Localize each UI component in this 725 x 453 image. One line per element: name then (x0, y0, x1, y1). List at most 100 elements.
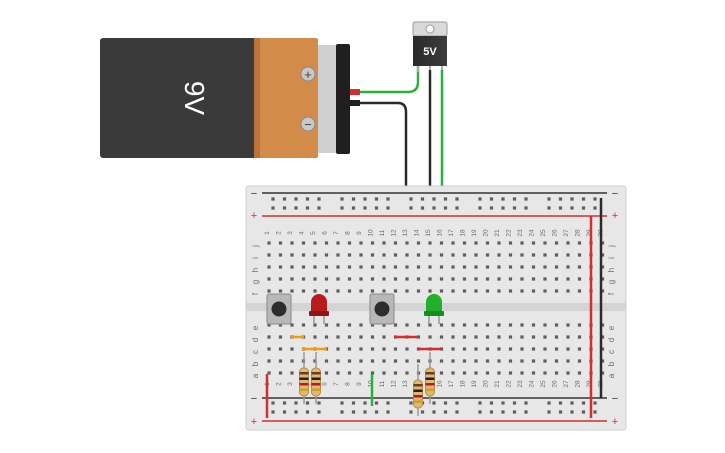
breadboard-hole[interactable] (278, 347, 283, 351)
breadboard-hole[interactable] (462, 241, 467, 245)
breadboard-hole[interactable] (278, 253, 283, 257)
breadboard-hole[interactable] (347, 289, 352, 293)
breadboard-hole[interactable] (294, 410, 298, 414)
breadboard-hole[interactable] (305, 401, 310, 405)
breadboard-hole[interactable] (570, 206, 574, 210)
breadboard-hole[interactable] (497, 359, 501, 363)
breadboard-hole[interactable] (278, 241, 283, 245)
breadboard-hole[interactable] (351, 401, 356, 405)
breadboard-hole[interactable] (405, 347, 409, 351)
breadboard-hole[interactable] (508, 347, 513, 351)
breadboard-hole[interactable] (382, 323, 386, 327)
breadboard-hole[interactable] (439, 253, 444, 257)
breadboard-hole[interactable] (290, 371, 294, 375)
breadboard-hole[interactable] (336, 277, 340, 281)
breadboard-hole[interactable] (600, 323, 605, 327)
breadboard-hole[interactable] (336, 371, 340, 375)
breadboard-hole[interactable] (278, 323, 283, 327)
breadboard-hole[interactable] (524, 401, 528, 405)
breadboard-hole[interactable] (497, 241, 501, 245)
breadboard-hole[interactable] (531, 289, 536, 293)
breadboard-hole[interactable] (347, 265, 352, 269)
breadboard-hole[interactable] (386, 197, 390, 201)
breadboard-hole[interactable] (409, 401, 413, 405)
breadboard-hole[interactable] (340, 410, 344, 414)
breadboard-hole[interactable] (512, 206, 517, 210)
breadboard-hole[interactable] (351, 410, 356, 414)
breadboard-hole[interactable] (497, 289, 501, 293)
breadboard-hole[interactable] (347, 253, 352, 257)
breadboard-hole[interactable] (370, 241, 375, 245)
breadboard-hole[interactable] (324, 323, 329, 327)
breadboard-hole[interactable] (462, 265, 467, 269)
breadboard-hole[interactable] (405, 265, 409, 269)
resistor[interactable] (425, 352, 435, 404)
breadboard-hole[interactable] (416, 289, 421, 293)
breadboard-hole[interactable] (593, 206, 597, 210)
breadboard-hole[interactable] (489, 197, 494, 201)
breadboard-hole[interactable] (600, 265, 605, 269)
breadboard-hole[interactable] (554, 277, 559, 281)
breadboard-hole[interactable] (543, 241, 547, 245)
pushbutton-middle[interactable] (369, 293, 395, 325)
led-red[interactable] (309, 294, 329, 324)
breadboard-hole[interactable] (294, 401, 298, 405)
breadboard-hole[interactable] (531, 265, 536, 269)
breadboard-hole[interactable] (451, 323, 455, 327)
breadboard-hole[interactable] (393, 289, 398, 293)
breadboard-hole[interactable] (432, 401, 436, 405)
breadboard-hole[interactable] (593, 197, 597, 201)
breadboard-hole[interactable] (543, 347, 547, 351)
breadboard-hole[interactable] (370, 265, 375, 269)
breadboard-hole[interactable] (313, 253, 317, 257)
breadboard-hole[interactable] (558, 206, 563, 210)
breadboard-hole[interactable] (520, 335, 524, 339)
breadboard-hole[interactable] (386, 401, 390, 405)
breadboard-hole[interactable] (278, 335, 283, 339)
breadboard-hole[interactable] (382, 265, 386, 269)
breadboard-hole[interactable] (347, 359, 352, 363)
breadboard-hole[interactable] (520, 241, 524, 245)
breadboard-hole[interactable] (382, 253, 386, 257)
breadboard-hole[interactable] (489, 410, 494, 414)
breadboard-hole[interactable] (359, 335, 363, 339)
resistor[interactable] (299, 352, 309, 404)
breadboard-hole[interactable] (531, 335, 536, 339)
breadboard-hole[interactable] (497, 323, 501, 327)
breadboard-hole[interactable] (581, 410, 586, 414)
breadboard-hole[interactable] (451, 265, 455, 269)
breadboard-hole[interactable] (520, 359, 524, 363)
breadboard-hole[interactable] (439, 241, 444, 245)
breadboard-hole[interactable] (393, 265, 398, 269)
breadboard-hole[interactable] (271, 197, 275, 201)
breadboard-hole[interactable] (547, 401, 551, 405)
breadboard-hole[interactable] (382, 335, 386, 339)
breadboard-hole[interactable] (416, 265, 421, 269)
breadboard-hole[interactable] (489, 206, 494, 210)
breadboard-hole[interactable] (501, 401, 505, 405)
breadboard-hole[interactable] (474, 241, 478, 245)
breadboard-hole[interactable] (336, 323, 340, 327)
breadboard-hole[interactable] (566, 241, 570, 245)
breadboard-hole[interactable] (416, 323, 421, 327)
breadboard-hole[interactable] (554, 253, 559, 257)
breadboard-hole[interactable] (497, 371, 501, 375)
breadboard-hole[interactable] (497, 277, 501, 281)
breadboard-hole[interactable] (324, 371, 329, 375)
breadboard-hole[interactable] (566, 371, 570, 375)
breadboard-hole[interactable] (271, 206, 275, 210)
breadboard-hole[interactable] (600, 335, 605, 339)
breadboard-hole[interactable] (359, 323, 363, 327)
breadboard-hole[interactable] (393, 347, 398, 351)
breadboard-hole[interactable] (531, 371, 536, 375)
breadboard-hole[interactable] (363, 206, 367, 210)
breadboard-hole[interactable] (501, 197, 505, 201)
breadboard-hole[interactable] (543, 335, 547, 339)
breadboard-hole[interactable] (405, 289, 409, 293)
breadboard-hole[interactable] (294, 197, 298, 201)
breadboard-hole[interactable] (600, 359, 605, 363)
breadboard-hole[interactable] (508, 265, 513, 269)
breadboard-hole[interactable] (485, 241, 490, 245)
breadboard-hole[interactable] (324, 277, 329, 281)
breadboard-hole[interactable] (566, 289, 570, 293)
